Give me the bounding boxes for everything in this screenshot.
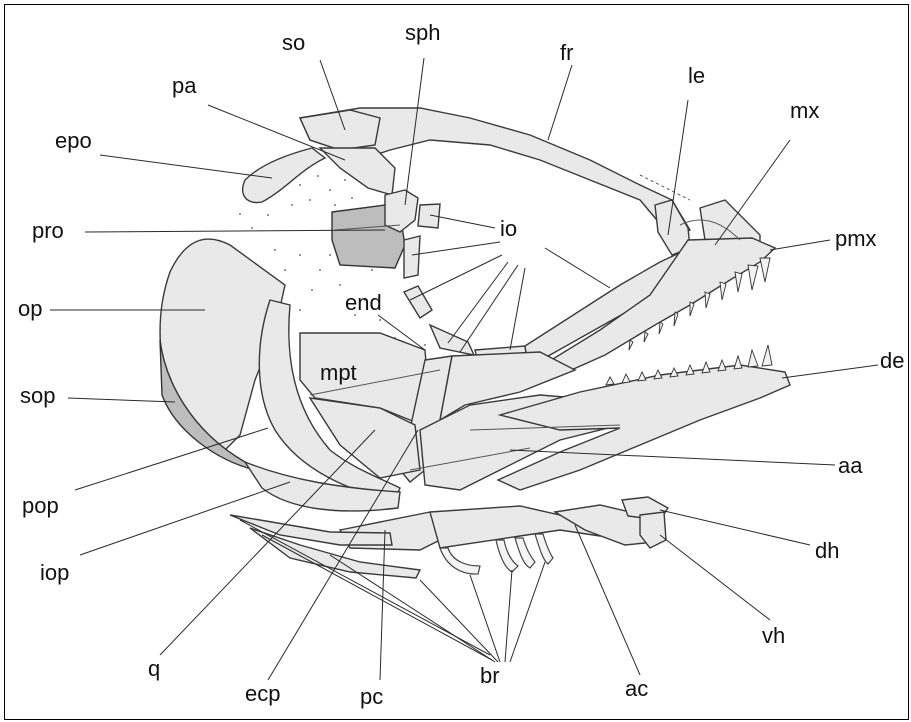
label-pop: pop <box>22 495 59 517</box>
label-dh: dh <box>815 540 839 562</box>
label-sop: sop <box>20 385 55 407</box>
label-vh: vh <box>762 625 785 647</box>
label-ac: ac <box>625 678 648 700</box>
label-sph: sph <box>405 22 440 44</box>
label-pa: pa <box>172 75 196 97</box>
label-mx: mx <box>790 100 819 122</box>
label-io: io <box>500 218 517 240</box>
label-op: op <box>18 298 42 320</box>
label-pro: pro <box>32 220 64 242</box>
label-br: br <box>480 665 500 687</box>
label-pc: pc <box>360 686 383 708</box>
label-ecp: ecp <box>245 683 280 705</box>
parietal-bone <box>320 148 395 195</box>
label-aa: aa <box>838 455 862 477</box>
label-end: end <box>345 292 382 314</box>
label-iop: iop <box>40 562 69 584</box>
label-fr: fr <box>560 42 573 64</box>
label-mpt: mpt <box>320 362 357 384</box>
infraorbital-2 <box>404 236 420 278</box>
label-le: le <box>688 65 705 87</box>
label-so: so <box>282 32 305 54</box>
label-q: q <box>148 658 160 680</box>
label-epo: epo <box>55 130 92 152</box>
label-de: de <box>880 350 904 372</box>
label-pmx: pmx <box>835 228 877 250</box>
premaxilla <box>548 238 775 375</box>
